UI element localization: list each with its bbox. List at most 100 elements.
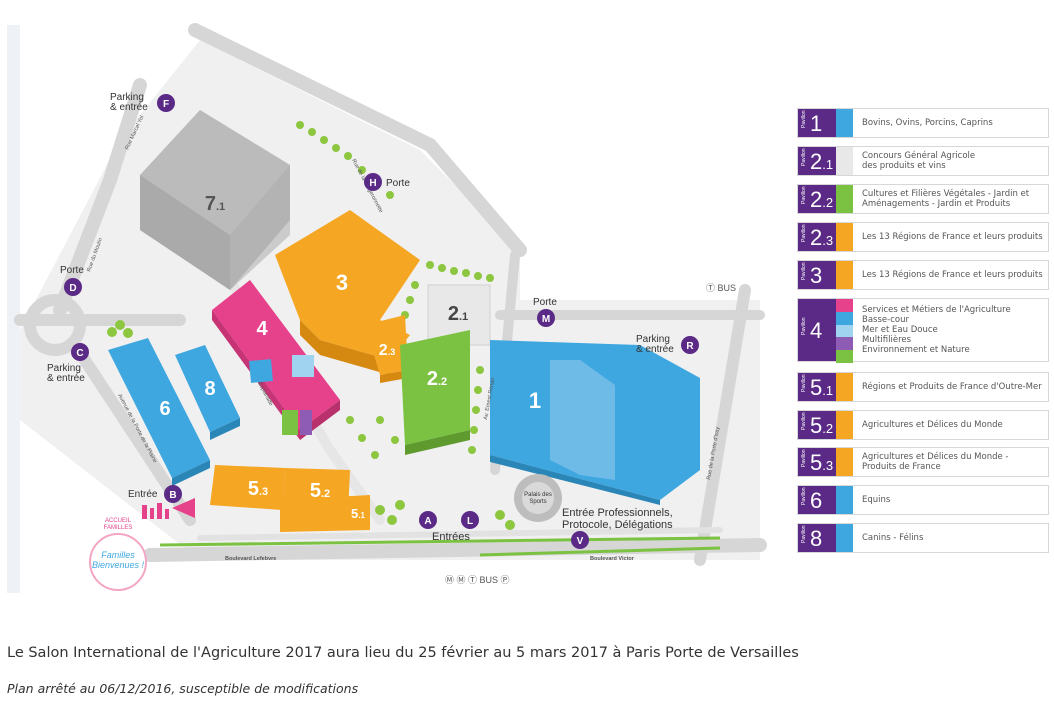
legend-color-swatch <box>836 373 853 401</box>
pv-num-7: 6 <box>159 398 170 420</box>
marker-c-letter: C <box>76 348 83 359</box>
pv-num-5: 2 <box>427 368 438 390</box>
pv-sub-5: .2 <box>438 376 447 388</box>
legend-pavilion-word: Pavillon <box>801 186 807 204</box>
legend-color-swatch <box>836 261 853 289</box>
marker-f[interactable]: F <box>157 94 175 112</box>
legend-pavilion-word: Pavillon <box>801 148 807 166</box>
legend-sub-number: .1 <box>822 383 834 398</box>
legend-color-swatch <box>836 299 853 312</box>
pv-num-6: 1 <box>529 388 541 413</box>
entrees-label: Entrées <box>432 531 470 543</box>
street-bd-victor: Boulevard Victor <box>590 556 635 562</box>
pv-num-2: 4 <box>256 318 268 340</box>
legend-number: 1 <box>810 111 823 136</box>
marker-d-letter: D <box>69 283 76 294</box>
marker-r-letter: R <box>686 341 694 352</box>
familles-l1: Familles <box>101 550 135 560</box>
mk-m-l1: Porte <box>533 297 557 308</box>
pv-sub-3: .1 <box>459 311 468 323</box>
mk-c-l2: & entrée <box>47 373 85 384</box>
legend-sub-number: .3 <box>822 233 834 248</box>
pv-sub-9: .3 <box>259 486 268 498</box>
pavilion-label-5-2: 5.2 <box>310 480 330 502</box>
mk-r-l1: Parking <box>636 334 670 345</box>
pavilion-label-2-2: 2.2 <box>427 368 447 390</box>
legend-pavilion-word: Pavillon <box>801 374 807 392</box>
pv-sub-10: .2 <box>321 488 330 500</box>
legend-color-swatch <box>836 223 853 251</box>
legend-pavilion-word: Pavillon <box>801 224 807 242</box>
caption: Le Salon International de l'Agriculture … <box>7 645 799 661</box>
legend-description: Les 13 Régions de France et leurs produi… <box>862 232 1043 242</box>
mk-c-l1: Parking <box>47 363 81 374</box>
mk-f-l2: & entrée <box>110 102 148 113</box>
marker-m-letter: M <box>542 314 550 325</box>
legend-number: 2.1 <box>810 149 834 174</box>
accueil-l2: FAMILLES <box>104 525 133 531</box>
pavilion-2-2[interactable] <box>400 330 470 455</box>
accueil-l1: ACCUEIL <box>105 518 132 524</box>
pv-num-10: 5 <box>310 480 321 502</box>
marker-m[interactable]: M <box>537 309 555 327</box>
marker-r[interactable]: R <box>681 336 699 354</box>
transport-icons-right: Ⓣ BUS <box>706 283 736 293</box>
entree-pro-label: Entrée Professionnels,Protocole, Délégat… <box>562 507 673 531</box>
legend-color-swatch <box>836 448 853 476</box>
marker-a[interactable]: A <box>419 511 437 529</box>
marker-r-text: Parking& entrée <box>636 334 674 355</box>
marker-f-text: Parking& entrée <box>110 92 148 113</box>
marker-b[interactable]: B <box>164 485 182 503</box>
pavilion-5-3[interactable] <box>210 465 285 510</box>
legend-color-swatch <box>836 411 853 439</box>
pavilion-1[interactable] <box>490 340 700 505</box>
entree-pro-l2: Protocole, Délégations <box>562 519 673 531</box>
venue-map: 7.1 3 4 2.1 2.3 2.2 1 6 8 5.3 5.2 5.1 Pa… <box>14 23 767 591</box>
pavilion-7-1[interactable] <box>140 110 290 290</box>
legend-pavilion-word: Pavillon <box>801 487 807 505</box>
pavilion-label-3: 3 <box>336 270 348 295</box>
map-frame <box>7 25 20 593</box>
legend-color-swatch <box>836 324 853 338</box>
pavilion-8[interactable] <box>175 345 240 440</box>
pavilion-6[interactable] <box>108 338 210 486</box>
marker-v[interactable]: V <box>571 531 589 549</box>
legend-number: 6 <box>810 488 823 513</box>
legend-pavilion-word: Pavillon <box>801 110 807 128</box>
pv-num-11: 5 <box>351 506 358 521</box>
legend-pavilion-word: Pavillon <box>801 262 807 280</box>
marker-a-letter: A <box>424 516 431 527</box>
marker-m-text: Porte <box>533 297 557 308</box>
marker-d[interactable]: D <box>64 278 82 296</box>
marker-l[interactable]: L <box>461 511 479 529</box>
note: Plan arrêté au 06/12/2016, susceptible d… <box>7 681 359 696</box>
marker-v-letter: V <box>577 536 584 547</box>
pavilion-2-3[interactable] <box>365 315 408 383</box>
pavilion-5-1[interactable] <box>280 495 370 532</box>
marker-h[interactable]: H <box>364 173 382 191</box>
pavilion-4[interactable] <box>212 280 340 440</box>
familles-l2: Bienvenues ! <box>92 560 145 570</box>
mk-h-l1: Porte <box>386 178 410 189</box>
legend-description: Canins - Félins <box>862 533 924 543</box>
legend-color-swatch <box>836 109 853 137</box>
marker-c[interactable]: C <box>71 343 89 361</box>
pv-sub-4: .3 <box>388 347 396 357</box>
legend-description: Services et Métiers de l'Agriculture Bas… <box>862 305 1011 355</box>
legend-sub-number: .2 <box>822 421 834 436</box>
boulevard-green-line <box>159 536 721 547</box>
